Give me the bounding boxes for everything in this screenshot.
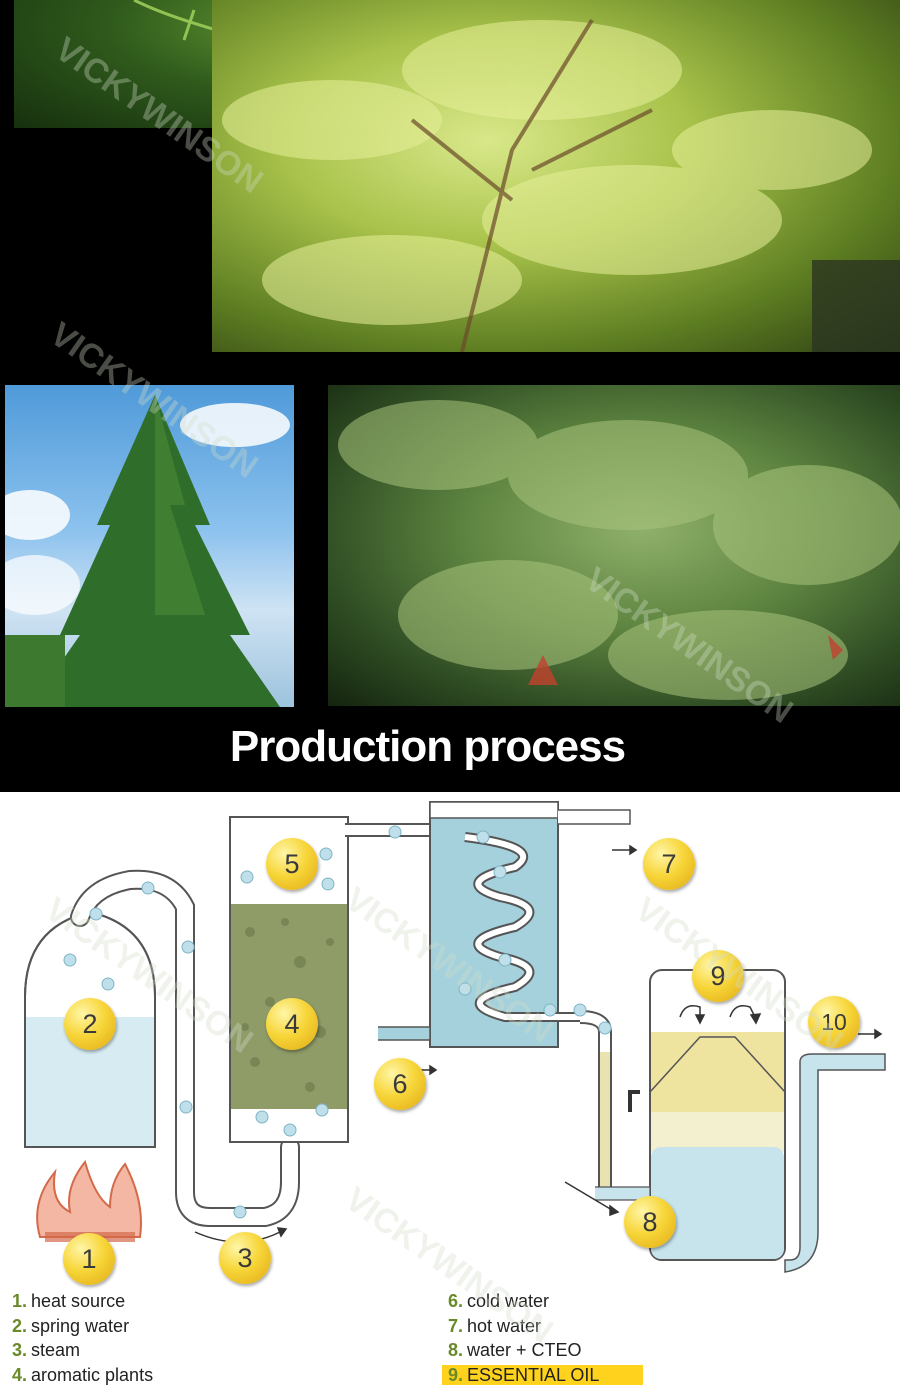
distillation-illustration: [24, 801, 886, 1273]
legend-item: 6.cold water: [448, 1291, 550, 1311]
badge-essential-oil: 9: [692, 950, 744, 1002]
legend-item-highlight: 9.ESSENTIAL OIL: [442, 1363, 644, 1388]
legend-item: 4.aromatic plants: [12, 1364, 154, 1385]
legend-item: 7.hot water: [448, 1315, 542, 1336]
arrow-right-icon: [194, 844, 883, 1243]
legend-item: 3.steam: [12, 1340, 81, 1360]
photo-cypress-tree: [5, 385, 294, 707]
legend-left: 1.heat source 2.spring water 3.steam 4.a…: [12, 1289, 153, 1387]
photo-cypress-foliage: [328, 385, 900, 706]
section-title: Production process: [229, 722, 626, 771]
flame-icon: [36, 1159, 142, 1242]
badge-aromatic-plants: 4: [266, 998, 318, 1050]
tap-icon: [628, 1090, 640, 1112]
legend-right: 6.cold water 7.hot water 8.water + CTEO …: [442, 1289, 644, 1388]
distillation-diagram: 1 2 3 4 5 6 7 8 9 10 1.heat source 2.spr…: [0, 792, 900, 1391]
badge-steam: 3: [219, 1232, 271, 1284]
legend-item: 1.heat source: [12, 1291, 126, 1311]
badge-10: 10: [808, 996, 860, 1048]
badge-spring-water: 2: [64, 998, 116, 1050]
badge-cold-water: 6: [374, 1058, 426, 1110]
photo-golden-cypress: [212, 0, 900, 352]
badge-water-cteo: 8: [624, 1196, 676, 1248]
badge-5: 5: [266, 838, 318, 890]
legend-item: 2.spring water: [12, 1315, 130, 1336]
badge-heat-source: 1: [63, 1233, 115, 1285]
badge-hot-water: 7: [643, 838, 695, 890]
legend-item: 8.water + CTEO: [448, 1340, 582, 1360]
droplet-icon: [63, 825, 612, 1219]
